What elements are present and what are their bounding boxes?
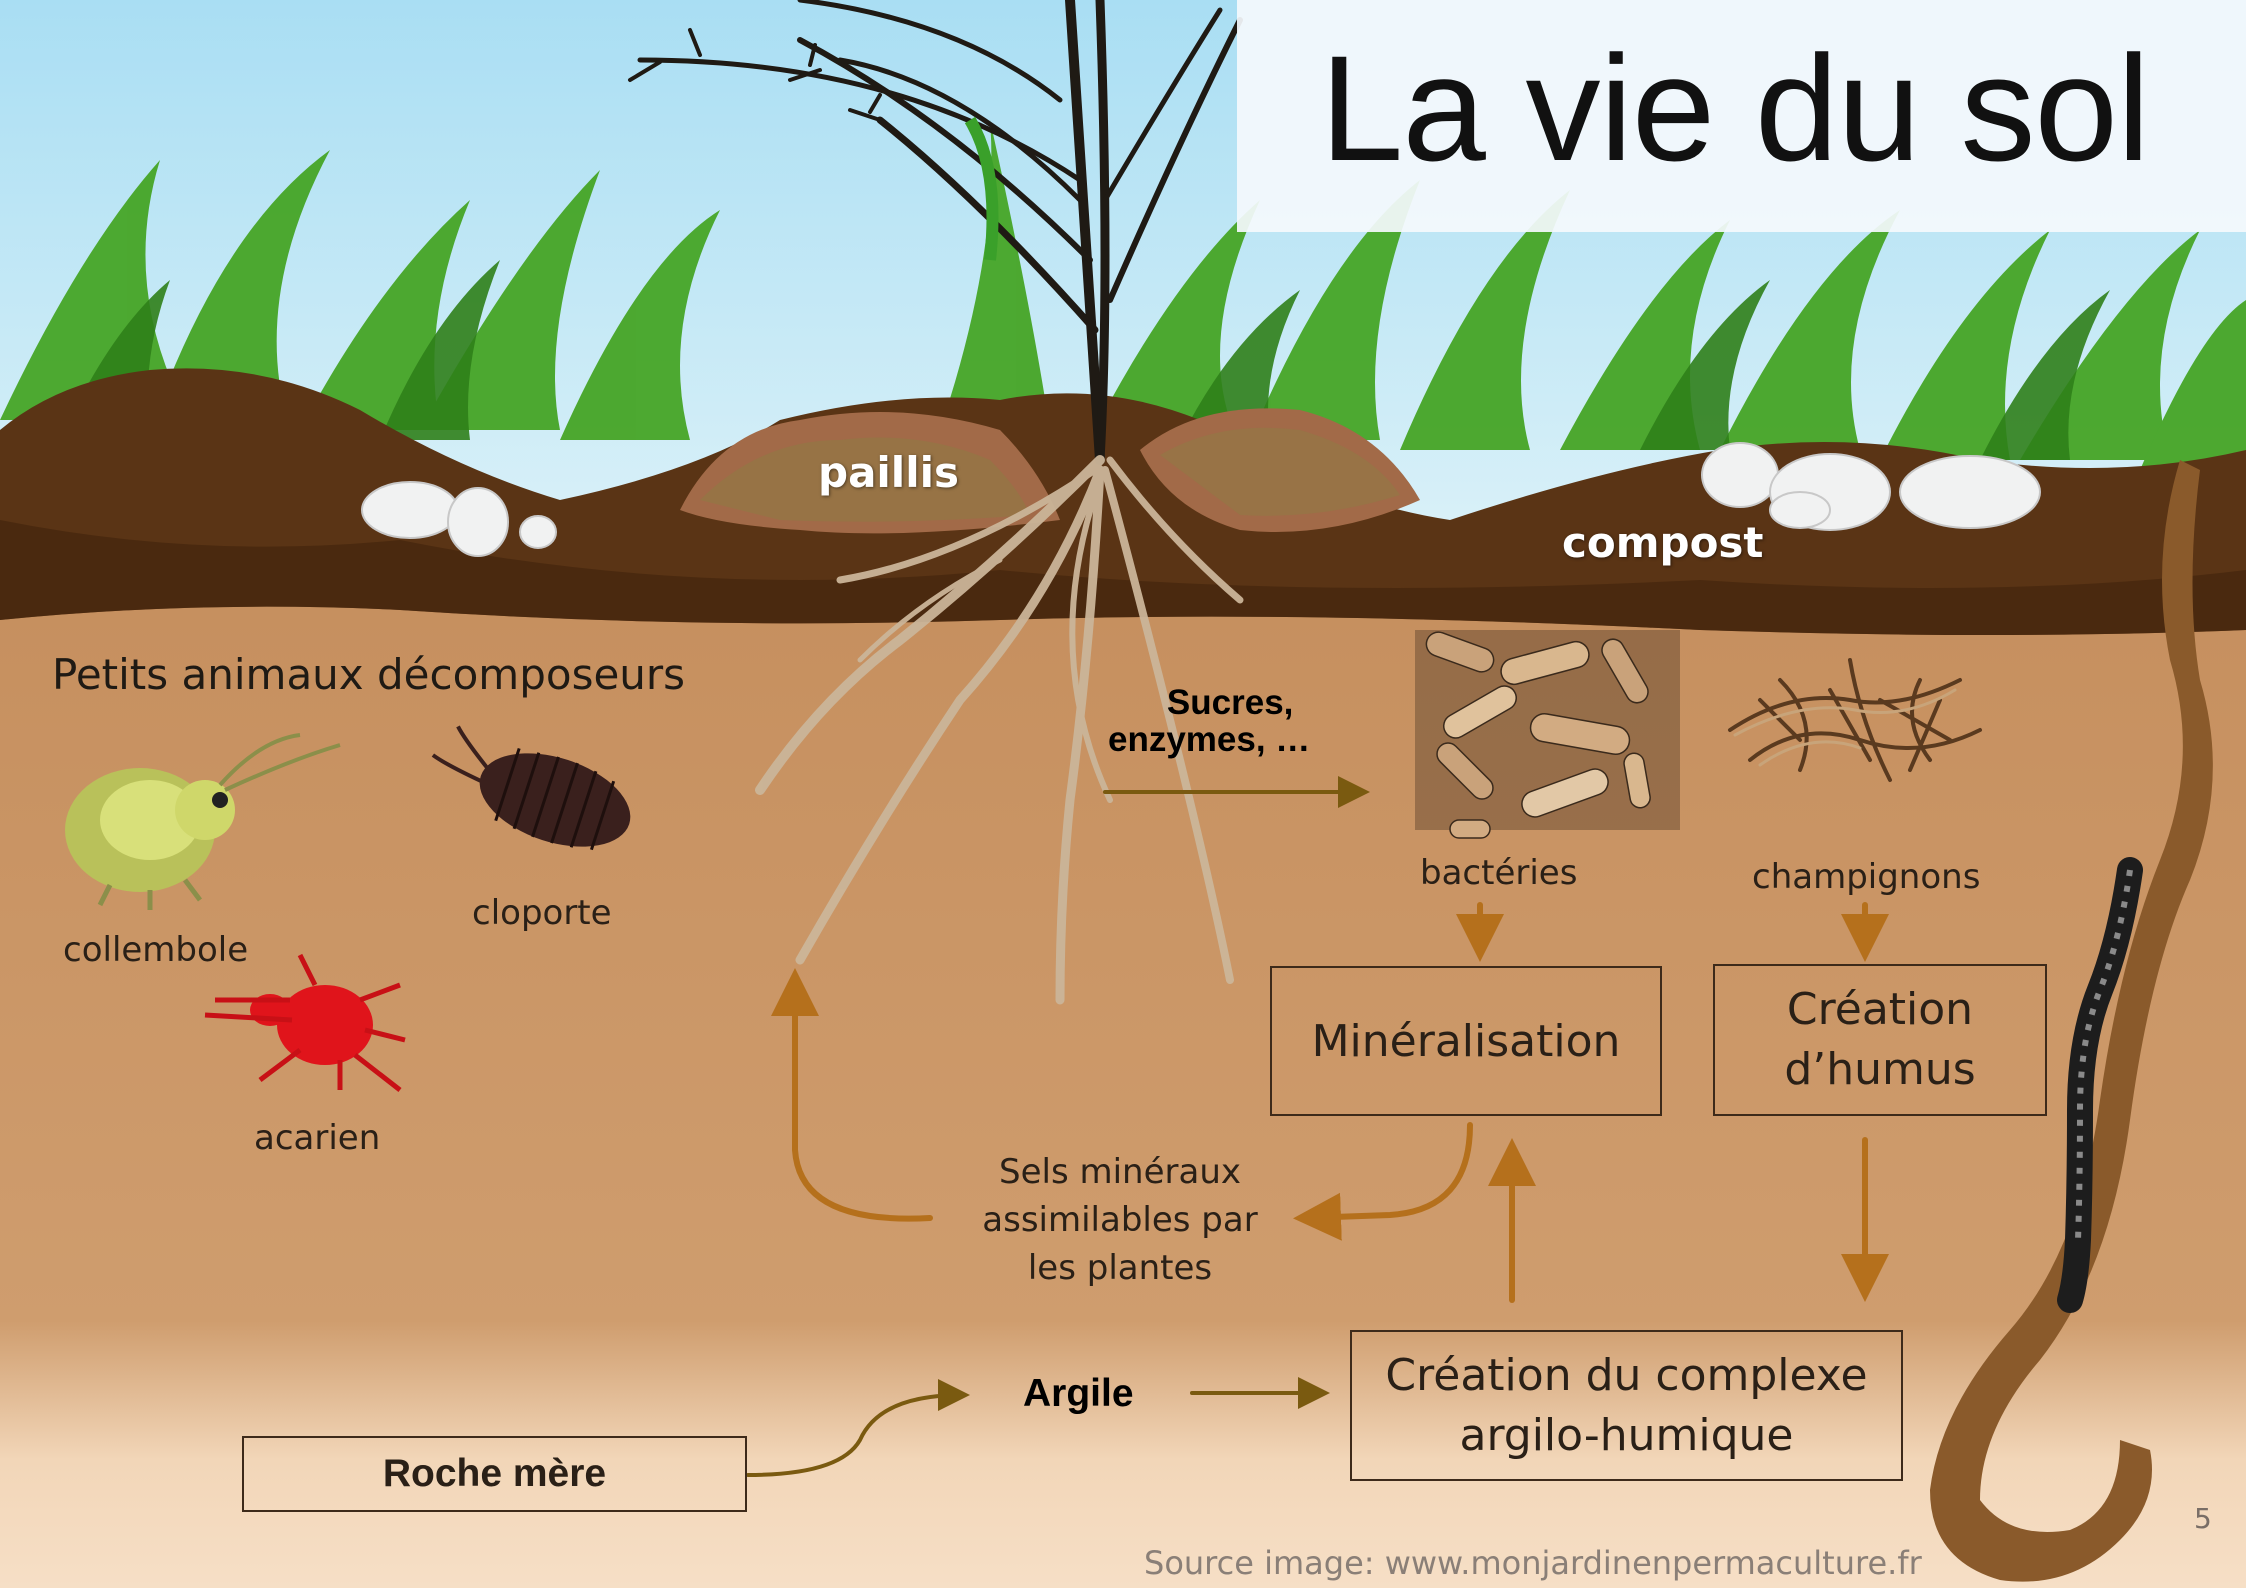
mineral-salts-label: Sels minéraux assimilables par les plant… [960, 1148, 1280, 1292]
mite-icon [204, 953, 406, 1092]
mineralisation-box: Minéralisation [1270, 966, 1662, 1116]
decomposers-heading: Petits animaux décomposeurs [52, 650, 686, 699]
springtail-label: collembole [63, 930, 249, 970]
springtail-icon [65, 733, 341, 910]
root-exudates-line-1: Sucres, [1166, 683, 1294, 722]
mulch-label: paillis [818, 448, 959, 497]
bacteria-label: bactéries [1420, 853, 1578, 893]
grass [0, 120, 2246, 470]
mineral-salts-line-1: Sels minéraux [999, 1152, 1241, 1192]
fungi-label: champignons [1752, 857, 1981, 897]
fungi-icon [1728, 658, 1982, 782]
complex-line-2: argilo-humique [1459, 1409, 1794, 1461]
image-source: Source image: www.monjardinenpermacultur… [1144, 1544, 1922, 1582]
roots [755, 455, 1244, 1005]
complex-line-1: Création du complexe [1385, 1349, 1868, 1401]
bedrock-box: Roche mère [242, 1436, 747, 1512]
bacteria-icon [1415, 630, 1680, 839]
compost-label: compost [1562, 518, 1764, 567]
title-box [1237, 0, 2246, 232]
page-number: 5 [2194, 1502, 2212, 1535]
page-title: La vie du sol [1320, 24, 2150, 192]
subsoil [0, 520, 2246, 1588]
mineralisation-to-salts-arrow [1293, 1122, 1473, 1241]
earthworm-tunnel [1930, 460, 2213, 1582]
plant-icon [628, 0, 1243, 465]
mite-label: acarien [254, 1118, 381, 1158]
humus-line-1: Création [1786, 984, 1974, 1035]
clay-humus-complex-box: Création du complexe argilo-humique [1350, 1330, 1903, 1481]
humus-box: Création d’humus [1713, 964, 2047, 1116]
root-exudates-line-2: enzymes, … [1108, 720, 1311, 759]
grass-dark [60, 260, 2110, 460]
salts-to-roots-arrow [771, 968, 933, 1222]
root-exudates-label: Sucres, enzymes, … [1108, 684, 1310, 758]
humus-line-2: d’humus [1784, 1044, 1976, 1095]
stones [361, 442, 2041, 557]
bedrock-to-clay-arrow [746, 1379, 970, 1477]
woodlouse-label: cloporte [472, 893, 612, 933]
woodlouse-icon [431, 725, 631, 851]
earthworm-icon [2057, 857, 2143, 1313]
clay-label: Argile [1023, 1372, 1134, 1415]
cycle-arrows [746, 776, 1889, 1477]
mineral-salts-line-3: les plantes [1027, 1248, 1213, 1288]
mineral-salts-line-2: assimilables par [982, 1200, 1258, 1240]
